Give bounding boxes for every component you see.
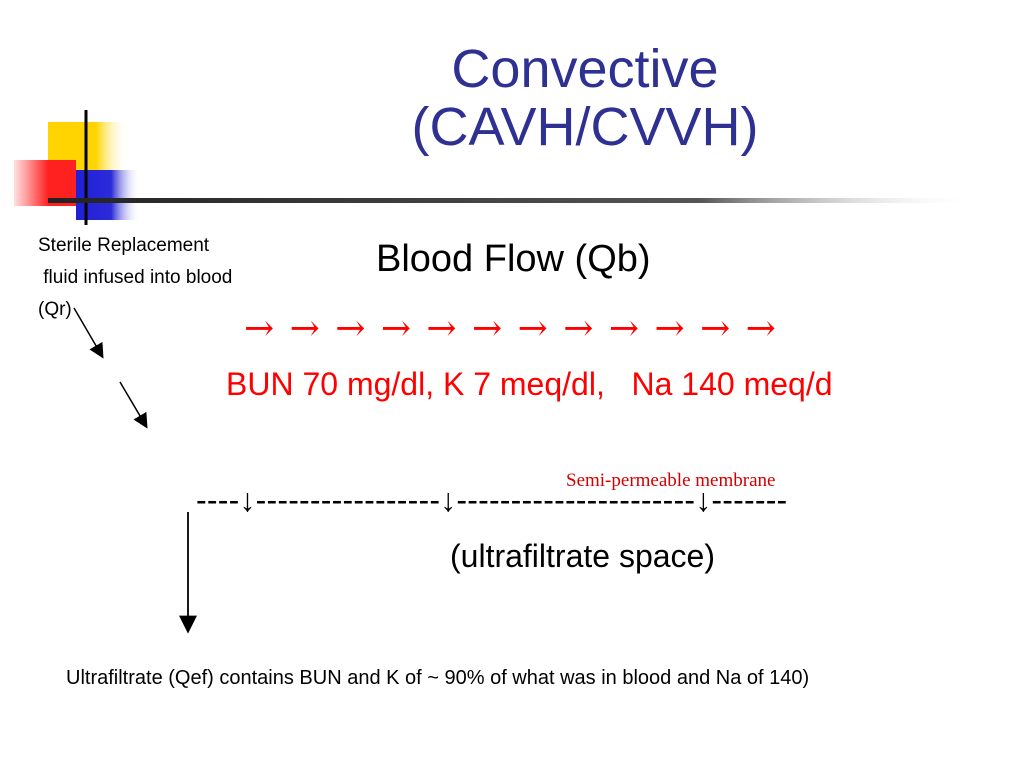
flow-arrows: → → → → → → → → → → → →: [244, 308, 778, 349]
diagonal-arrow-1: [73, 307, 104, 359]
diagonal-arrow-2: [119, 381, 148, 429]
blood-lab-values: BUN 70 mg/dl, K 7 meq/dl, Na 140 meq/d: [226, 366, 833, 402]
horizontal-rule: [48, 198, 978, 203]
ultrafiltrate-note: Ultrafiltrate (Qef) contains BUN and K o…: [66, 667, 810, 689]
replacement-fluid-note: Sterile Replacement fluid infused into b…: [38, 235, 233, 320]
title-decoration: [14, 110, 978, 225]
membrane-line: ----↓-----------------↓-----------------…: [196, 482, 788, 518]
title-line-2: (CAVH/CVVH): [411, 97, 759, 157]
membrane-label: Semi-permeable membrane: [566, 470, 776, 491]
title-line-1: Convective: [451, 39, 719, 99]
blood-flow-label: Blood Flow (Qb): [376, 238, 651, 280]
ultrafiltrate-space-label: (ultrafiltrate space): [450, 538, 715, 574]
slide-title: Convective (CAVH/CVVH): [280, 40, 890, 156]
